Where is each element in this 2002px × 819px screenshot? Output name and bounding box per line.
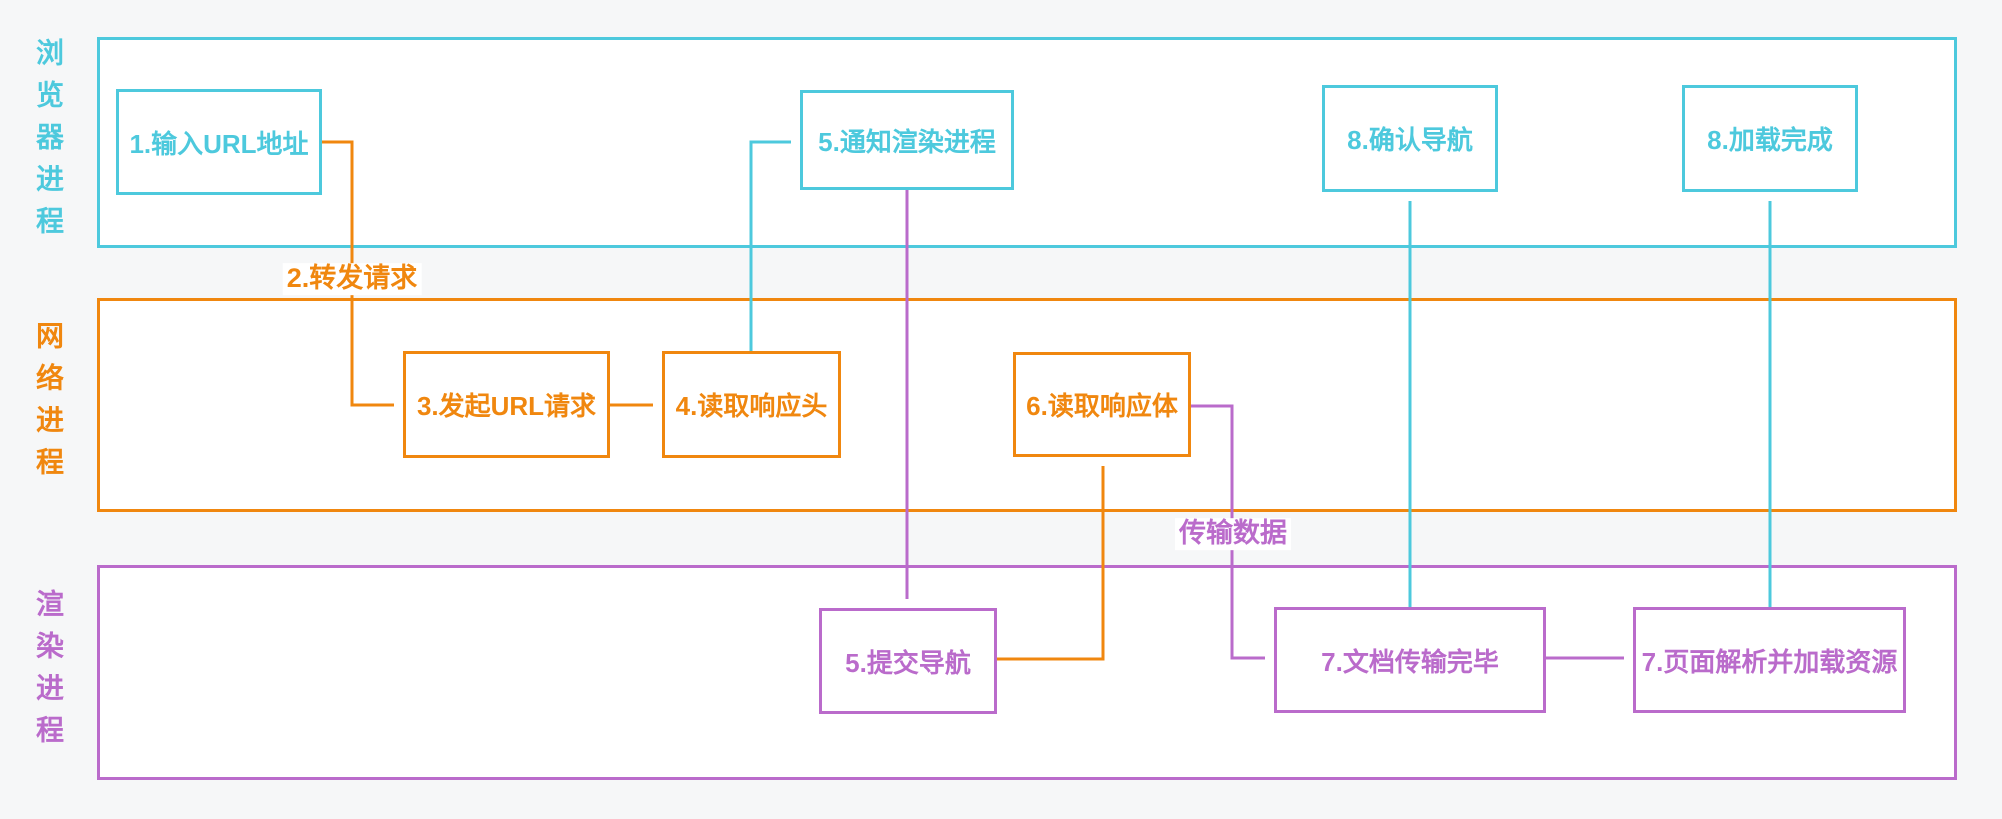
node-start-url-request: 3.发起URL请求	[403, 351, 610, 458]
node-confirm-nav-label: 8.确认导航	[1347, 125, 1473, 155]
lane-label-render-process: 渲染进程	[33, 588, 64, 757]
node-input-url: 1.输入URL地址	[116, 89, 322, 195]
node-read-response-headers: 4.读取响应头	[662, 351, 841, 458]
node-read-response-body: 6.读取响应体	[1013, 352, 1191, 457]
node-input-url-label: 1.输入URL地址	[129, 128, 309, 159]
node-notify-render: 5.通知渲染进程	[800, 90, 1014, 190]
node-load-complete: 8.加载完成	[1682, 85, 1858, 192]
node-doc-transfer-done: 7.文档传输完毕	[1274, 607, 1546, 713]
node-commit-nav-label: 5.提交导航	[845, 647, 971, 678]
node-notify-render-label: 5.通知渲染进程	[818, 126, 996, 157]
edge-label-forward-request: 2.转发请求	[282, 263, 422, 295]
node-load-complete-label: 8.加载完成	[1707, 125, 1833, 155]
lane-label-network-process-wrap: 网络进程	[22, 298, 74, 512]
node-start-url-request-label: 3.发起URL请求	[416, 391, 597, 421]
node-parse-and-load-resources-label: 7.页面解析并加载资源	[1641, 646, 1898, 677]
lane-browser-process	[97, 37, 1957, 248]
node-commit-nav: 5.提交导航	[819, 608, 997, 714]
edge-label-transfer-data: 传输数据	[1175, 518, 1291, 550]
lane-label-network-process: 网络进程	[33, 321, 64, 489]
node-confirm-nav: 8.确认导航	[1322, 85, 1498, 192]
lane-label-browser-process: 浏览器进程	[33, 37, 64, 248]
node-parse-and-load-resources: 7.页面解析并加载资源	[1633, 607, 1906, 713]
node-read-response-body-label: 6.读取响应体	[1026, 391, 1178, 421]
node-read-response-headers-label: 4.读取响应头	[675, 391, 828, 421]
lane-label-render-process-wrap: 渲染进程	[22, 565, 74, 780]
lane-label-browser-process-wrap: 浏览器进程	[22, 37, 74, 248]
node-doc-transfer-done-label: 7.文档传输完毕	[1321, 646, 1499, 677]
